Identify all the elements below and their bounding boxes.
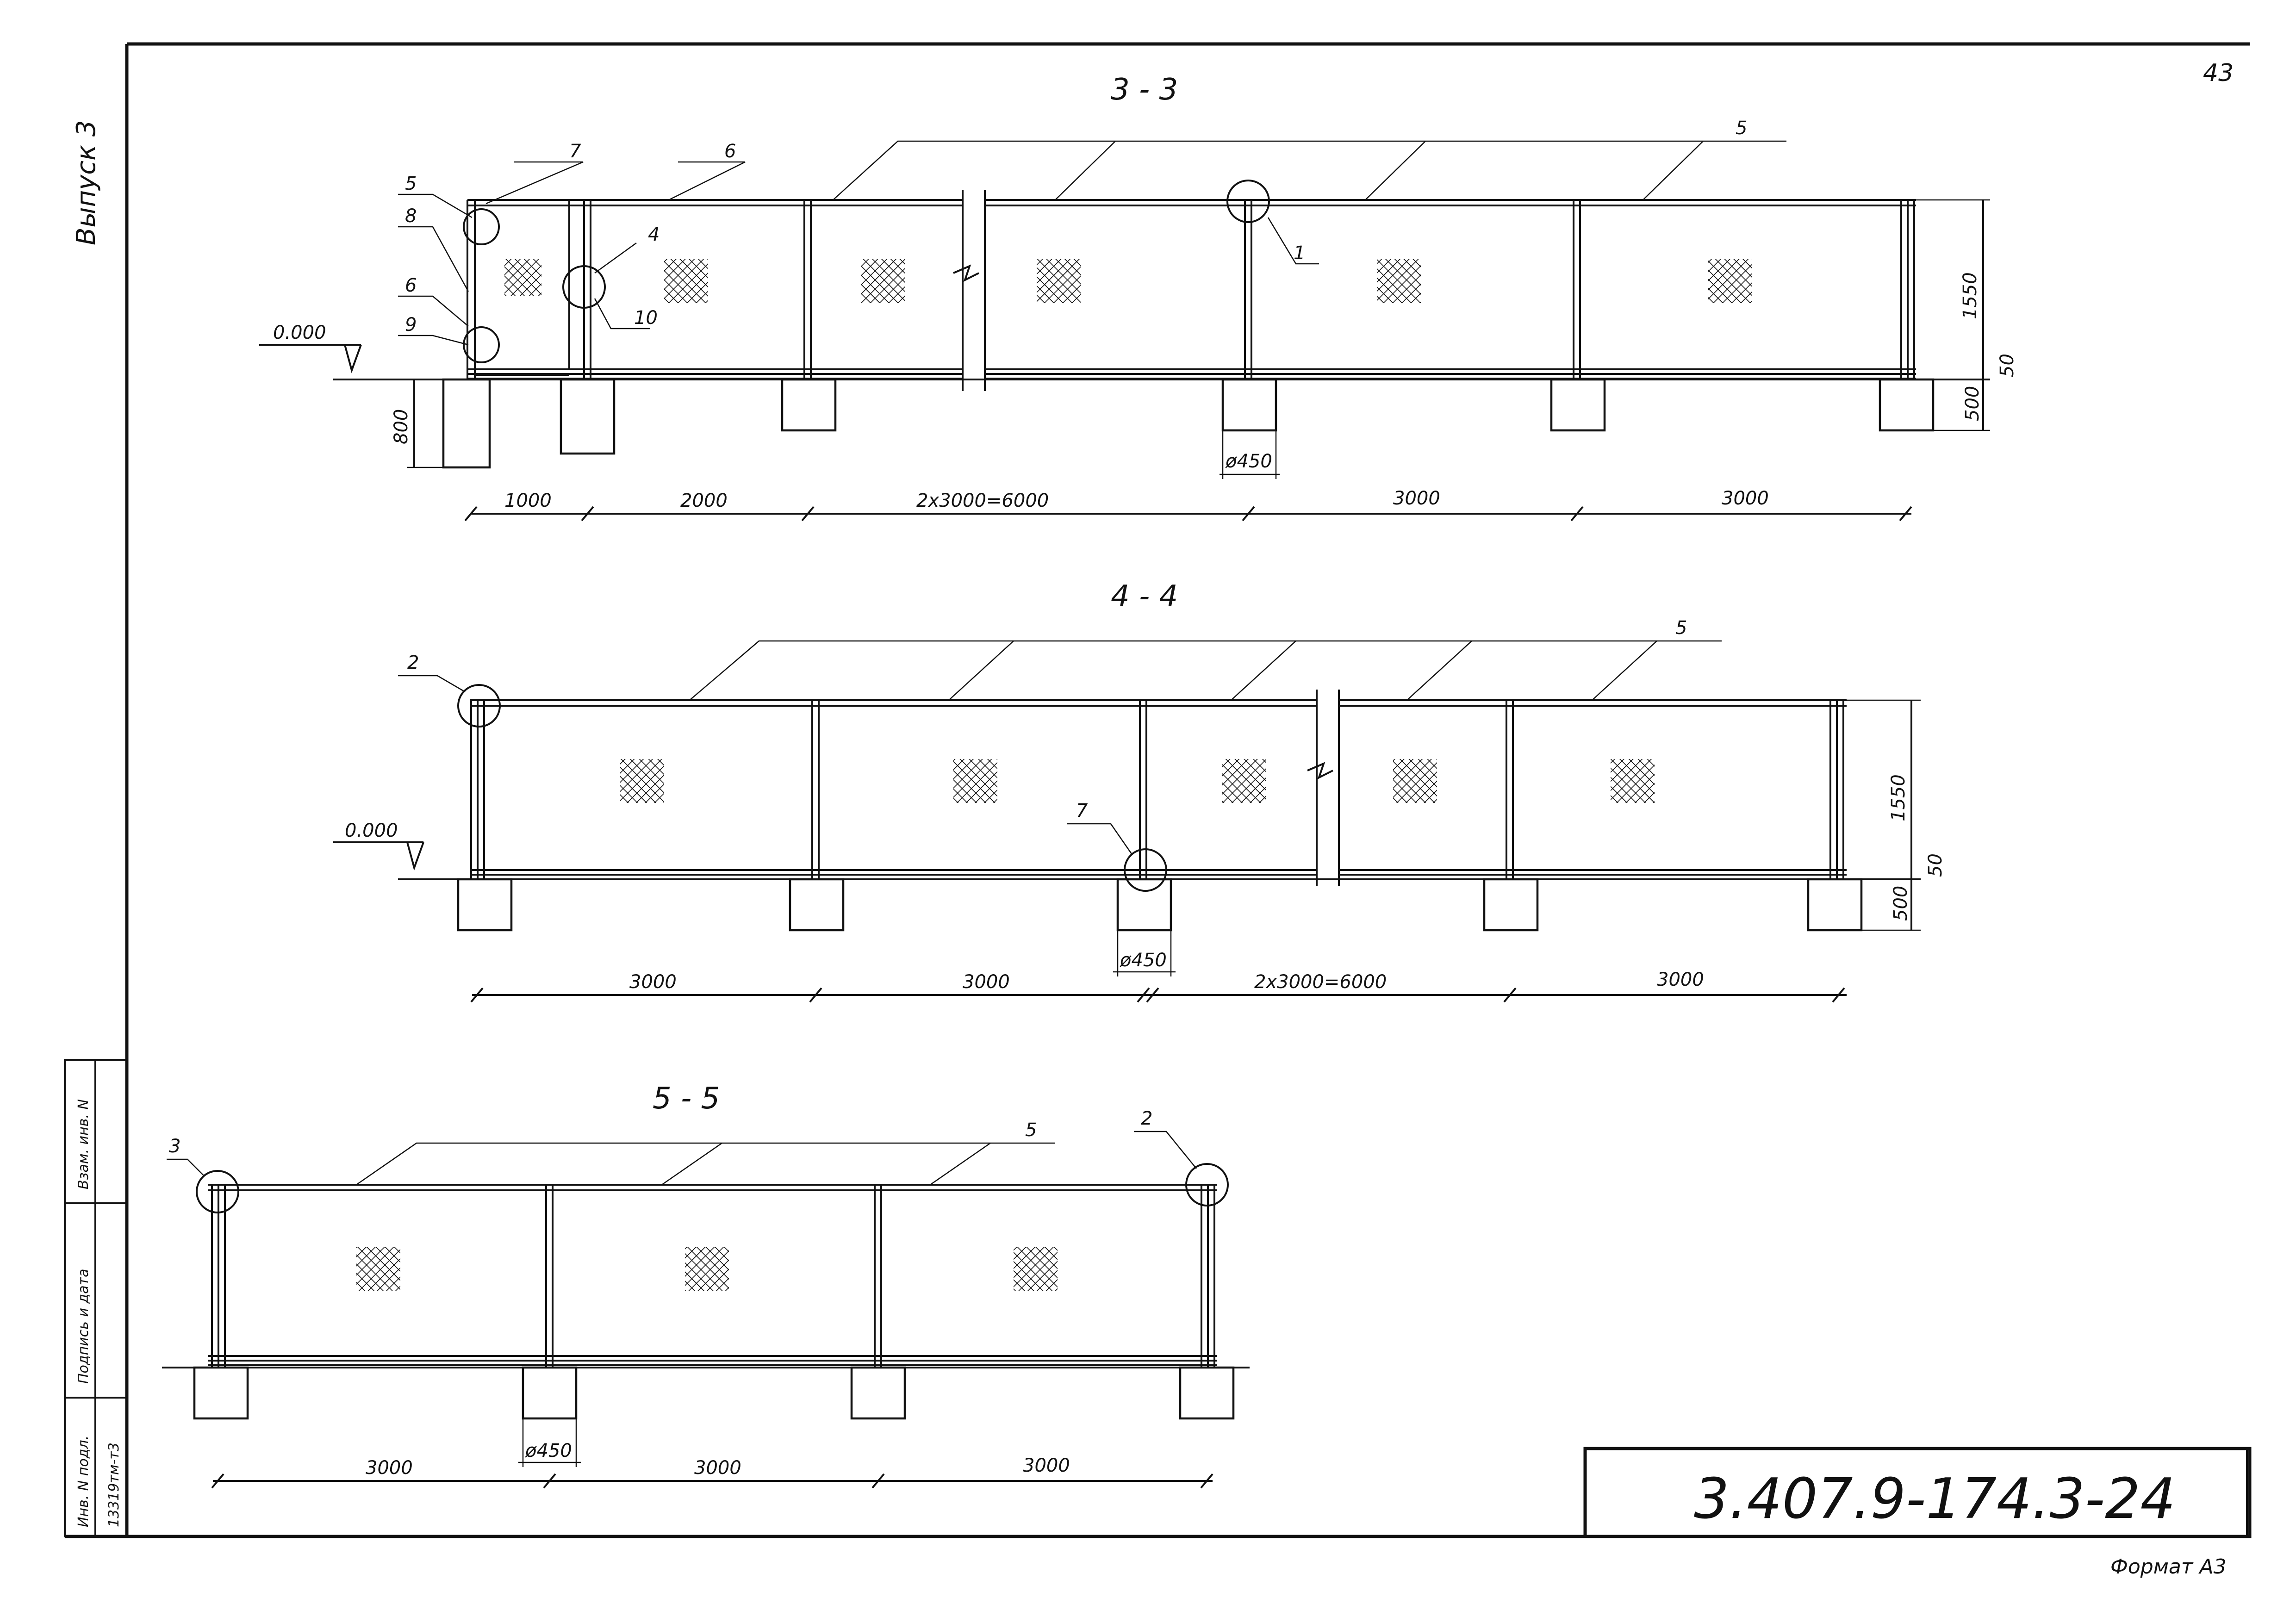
posts-3-3 — [583, 200, 1915, 379]
sheet-frame — [65, 42, 2250, 1538]
dim-4-2: 3000 — [963, 971, 1010, 993]
stamp-vzam-inv: Взам. инв. N — [75, 1099, 92, 1189]
posts-4-4 — [470, 700, 1844, 879]
level-mark: 0.000 — [273, 322, 326, 343]
section-4-4 — [333, 640, 1921, 1003]
callout-10: 10 — [634, 307, 658, 329]
mesh-panel — [356, 1247, 400, 1291]
dim-500: 500 — [1962, 386, 1983, 421]
callout-5-5: 5 — [1025, 1119, 1037, 1141]
section-title-3-3: 3 - 3 — [1111, 73, 1178, 107]
dim-2000: 2000 — [680, 490, 728, 511]
dim-4-1: 3000 — [629, 971, 677, 993]
callout-5-4: 5 — [1675, 617, 1687, 639]
dim-3000a: 3000 — [1393, 488, 1440, 509]
dim-1000: 1000 — [504, 490, 552, 511]
mesh-panel — [1037, 259, 1081, 303]
callout-9: 9 — [405, 314, 417, 336]
mesh-panel — [1708, 259, 1752, 303]
mesh-panel — [664, 259, 708, 303]
dim-diameter-5: ø450 — [525, 1440, 572, 1461]
section-3-3 — [259, 140, 1990, 522]
dim-4-4: 3000 — [1657, 969, 1704, 990]
dim-4-3: 2x3000=6000 — [1254, 971, 1387, 993]
mesh-panel — [1222, 759, 1266, 803]
dim-3000b: 3000 — [1722, 488, 1769, 509]
mesh-panel — [1393, 759, 1437, 803]
stamp-inv-number: 13319тм-т3 — [106, 1443, 122, 1527]
dim-5-1: 3000 — [366, 1457, 413, 1479]
callout-1: 1 — [1294, 243, 1305, 264]
stamp-podpis-data: Подпись и дата — [75, 1269, 92, 1384]
posts-5-5 — [211, 1185, 1215, 1368]
mesh-panel — [1377, 259, 1421, 303]
section-title-4-4: 4 - 4 — [1111, 579, 1178, 614]
stamp-inv-podl: Инв. N подл. — [75, 1436, 92, 1527]
mesh-panel — [953, 759, 997, 803]
mesh-panel — [504, 259, 541, 296]
callout-3: 3 — [169, 1136, 180, 1157]
dim-diameter-4: ø450 — [1120, 950, 1167, 971]
level-mark-4: 0.000 — [345, 820, 398, 841]
callout-7: 7 — [569, 141, 581, 162]
dim-50-4: 50 — [1925, 853, 1946, 877]
dim-5-3: 3000 — [1023, 1455, 1070, 1476]
callout-4: 4 — [648, 224, 660, 245]
dim-diameter: ø450 — [1225, 451, 1272, 472]
mesh-panel — [685, 1247, 729, 1291]
title-block — [1583, 1447, 2252, 1538]
mesh-panel — [1014, 1247, 1058, 1291]
section-5-5 — [162, 1131, 1250, 1489]
page-number: 43 — [2203, 59, 2234, 87]
dim-ticks-5-5 — [211, 1473, 1213, 1489]
callout-7-4: 7 — [1076, 800, 1088, 821]
callout-5-rail: 5 — [1736, 118, 1747, 139]
callout-8: 8 — [405, 205, 417, 227]
mesh-panel — [861, 259, 905, 303]
callout-6b: 6 — [405, 275, 417, 296]
drawing-code: 3.407.9-174.3-24 — [1694, 1467, 2176, 1531]
dim-800: 800 — [391, 409, 412, 444]
mesh-panel — [1611, 759, 1655, 803]
side-label: Выпуск 3 — [71, 120, 101, 245]
dim-ticks-3-3 — [464, 506, 1912, 522]
dim-1550-4: 1550 — [1888, 774, 1909, 821]
dim-5-2: 3000 — [694, 1457, 741, 1479]
dim-ticks-4-4 — [470, 987, 1845, 1003]
section-title-5-5: 5 - 5 — [653, 1082, 720, 1116]
callout-2: 2 — [407, 652, 419, 673]
callout-2-5: 2 — [1141, 1108, 1152, 1129]
dim-50: 50 — [1997, 354, 2018, 377]
callout-5: 5 — [405, 173, 417, 194]
format-label: Формат А3 — [2110, 1555, 2227, 1579]
mesh-panel — [620, 759, 664, 803]
dim-2x3000: 2x3000=6000 — [916, 490, 1049, 511]
dim-1550: 1550 — [1960, 272, 1981, 319]
left-stamp — [64, 1059, 128, 1537]
dim-500-4: 500 — [1890, 886, 1911, 921]
callout-6: 6 — [724, 141, 736, 162]
